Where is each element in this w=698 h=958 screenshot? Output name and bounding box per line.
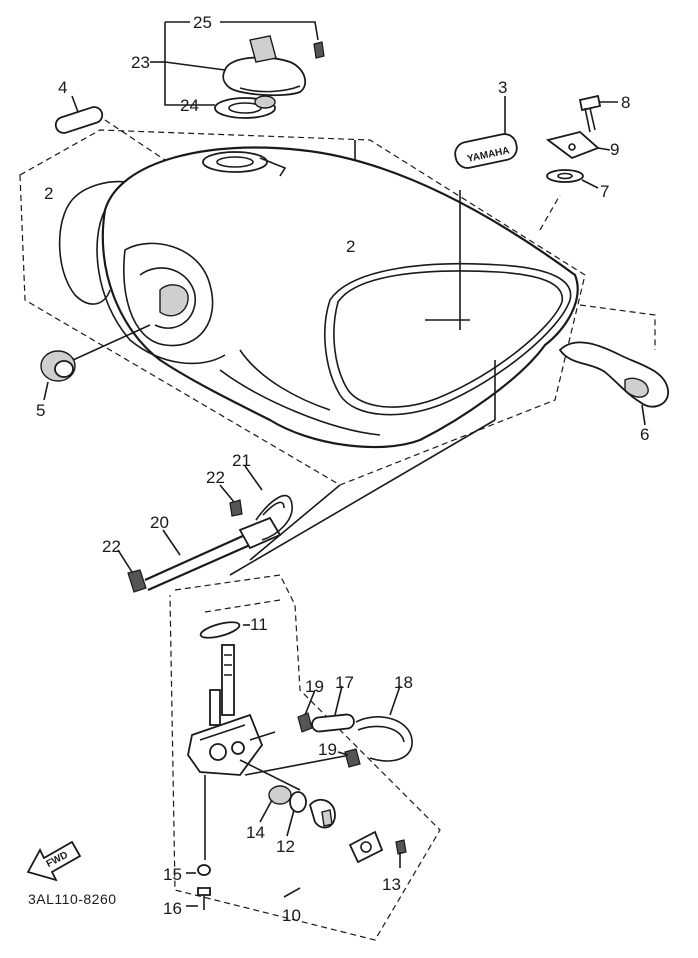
part-4-pad [54, 95, 166, 161]
callout-19-bottom: 19 [318, 740, 337, 759]
part-6-bracket [558, 304, 669, 426]
callout-16: 16 [163, 899, 182, 918]
callout-3: 3 [498, 78, 507, 97]
callout-2-left: 2 [44, 184, 53, 203]
gasket-left [58, 199, 111, 305]
callout-12: 12 [276, 837, 295, 856]
callout-10: 10 [282, 906, 301, 925]
callout-2-side: 2 [346, 237, 355, 256]
callout-9: 9 [610, 140, 619, 159]
callout-4: 4 [58, 78, 67, 97]
callout-11: 11 [250, 615, 268, 634]
fwd-arrow-icon: FWD [26, 840, 82, 882]
callout-19-top: 19 [305, 677, 324, 696]
drawing-code: 3AL110-8260 [28, 891, 117, 907]
overflow-hose-group [297, 685, 413, 768]
callout-25: 25 [193, 13, 212, 32]
callout-20: 20 [150, 513, 169, 532]
fuel-hose-assembly [117, 465, 293, 593]
callout-18: 18 [394, 673, 413, 692]
callout-14: 14 [246, 823, 265, 842]
fuel-petcock [187, 621, 351, 860]
callout-13: 13 [382, 875, 401, 894]
mount-hardware [545, 94, 618, 189]
fuel-tank [96, 146, 579, 449]
fuel-cap-assembly [150, 21, 325, 119]
callout-7: 7 [600, 182, 609, 201]
callout-17: 17 [335, 673, 354, 692]
callout-22-bottom: 22 [102, 537, 121, 556]
part-3-emblem: YAMAHA [454, 96, 518, 169]
drain-parts [186, 864, 211, 910]
callout-21: 21 [232, 451, 251, 470]
callout-8: 8 [621, 93, 630, 112]
callout-22-top: 22 [206, 468, 225, 487]
part-5-nut [40, 324, 151, 401]
petcock-lever-parts [259, 785, 407, 868]
callout-5: 5 [36, 401, 45, 420]
callout-labels: 25 23 24 4 3 8 9 7 2 2 5 6 21 22 20 22 1… [36, 13, 649, 925]
tank-assembly-boundary [19, 129, 586, 486]
callout-6: 6 [640, 425, 649, 444]
callout-24: 24 [180, 96, 199, 115]
callout-23: 23 [131, 53, 150, 72]
petcock-assembly-boundary [169, 574, 441, 941]
callout-15: 15 [163, 865, 182, 884]
